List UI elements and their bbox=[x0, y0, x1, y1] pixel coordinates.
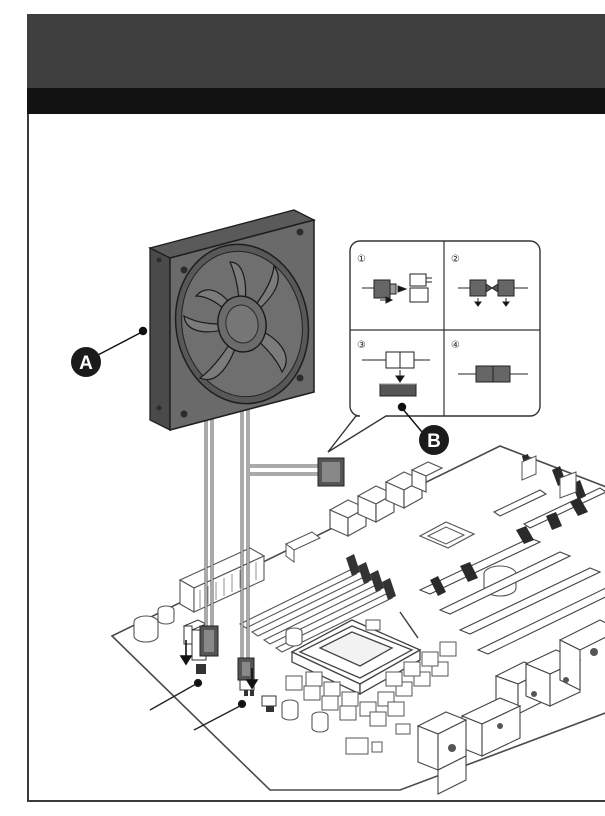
callout-b-label: B bbox=[427, 431, 441, 452]
motherboard bbox=[112, 446, 605, 794]
callout-a-label: A bbox=[79, 353, 93, 374]
fan-illustration bbox=[150, 210, 321, 430]
connector-steps-inset: ① ② ③ ④ bbox=[328, 241, 540, 452]
step-4-number: ④ bbox=[451, 340, 460, 351]
callout-b-badge: B bbox=[419, 425, 449, 455]
callout-a-badge: A bbox=[71, 347, 101, 377]
step-3-number: ③ bbox=[357, 340, 366, 351]
fan-cable-connector-a bbox=[200, 626, 218, 656]
step-1-number: ① bbox=[357, 254, 366, 265]
fan-cable-connector-c bbox=[318, 458, 344, 486]
callout-a-leader bbox=[96, 328, 147, 357]
step-2-number: ② bbox=[451, 254, 460, 265]
